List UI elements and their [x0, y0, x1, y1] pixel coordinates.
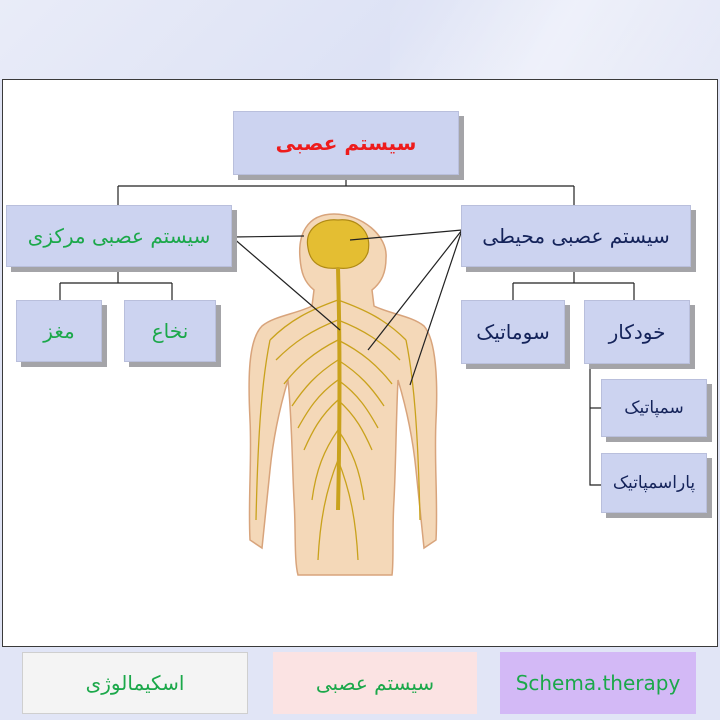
node-parasympathetic: پاراسمپاتیک	[601, 453, 707, 513]
node-autonomic: خودکار	[584, 300, 690, 364]
node-sympathetic: سمپاتیک	[601, 379, 707, 437]
node-spinal-cord: نخاع	[124, 300, 216, 362]
node-somatic: سوماتیک	[461, 300, 565, 364]
node-peripheral-nervous-system: سیستم عصبی محیطی	[461, 205, 691, 267]
node-central-nervous-system: سیستم عصبی مرکزی	[6, 205, 232, 267]
human-body-illustration	[248, 213, 438, 576]
brain-shape	[306, 219, 370, 269]
body-silhouette	[248, 213, 438, 576]
node-brain: مغز	[16, 300, 102, 362]
footer-brand-latin: Schema.therapy	[500, 652, 696, 714]
node-nervous-system: سیستم عصبی	[233, 111, 459, 175]
footer-brand-persian: اسکیمالوژی	[22, 652, 248, 714]
top-decor-band	[0, 0, 720, 80]
footer-topic: سیستم عصبی	[273, 652, 477, 714]
connector-lines	[59, 177, 635, 486]
spinal-cord	[336, 267, 342, 511]
nerve-branches	[255, 299, 421, 561]
